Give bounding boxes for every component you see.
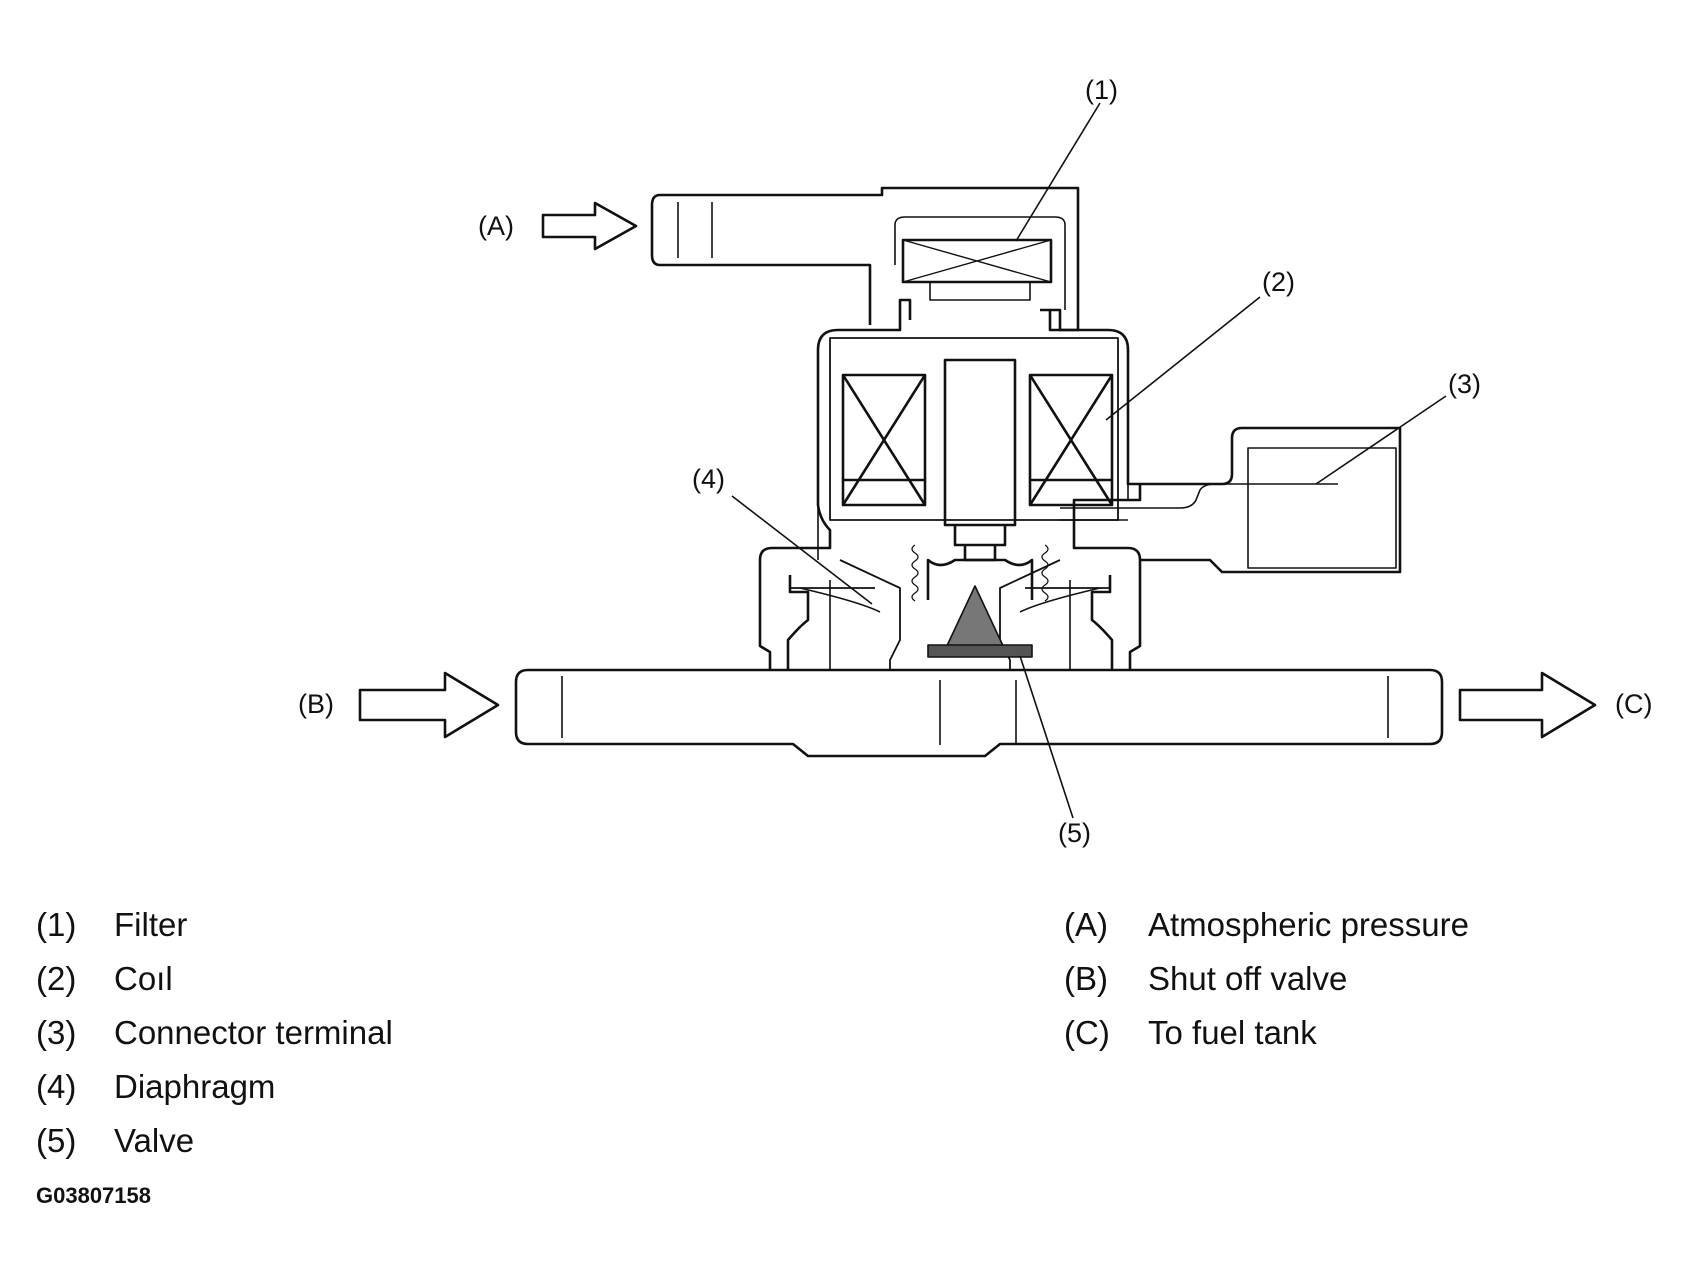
callout-1: (1) bbox=[1085, 75, 1118, 105]
legend-flow: (A) Atmospheric pressure (B) Shut off va… bbox=[1064, 898, 1469, 1060]
legend-item: (C) To fuel tank bbox=[1064, 1006, 1469, 1060]
arrow-a bbox=[541, 201, 638, 251]
legend-item: (A) Atmospheric pressure bbox=[1064, 898, 1469, 952]
coil-windings bbox=[841, 373, 1114, 507]
filter bbox=[901, 238, 1053, 301]
callout-4: (4) bbox=[692, 464, 725, 494]
diaphragm bbox=[789, 575, 1111, 613]
legend-text: Coıl bbox=[114, 960, 173, 997]
legend-key: (A) bbox=[1064, 906, 1108, 943]
legend-item: (4) Diaphragm bbox=[36, 1060, 393, 1114]
legend-item: (3) Connector terminal bbox=[36, 1006, 393, 1060]
legend-text: Shut off valve bbox=[1148, 960, 1348, 997]
legend-text: Filter bbox=[114, 906, 188, 943]
legend-item: (B) Shut off valve bbox=[1064, 952, 1469, 1006]
legend-text: Atmospheric pressure bbox=[1148, 906, 1469, 943]
valve bbox=[926, 558, 1034, 658]
callout-5: (5) bbox=[1058, 818, 1091, 848]
legend-text: Valve bbox=[114, 1122, 195, 1159]
legend-key: (5) bbox=[36, 1122, 77, 1159]
arrow-b bbox=[358, 671, 500, 739]
plunger bbox=[943, 358, 1017, 562]
leader-lines bbox=[731, 102, 1447, 819]
valve-body bbox=[758, 298, 1142, 670]
solenoid-valve-diagram: (1) (2) (3) (4) (5) (A) (B) (C) bbox=[298, 75, 1652, 848]
callout-b: (B) bbox=[298, 689, 334, 719]
atmospheric-port bbox=[650, 186, 1080, 332]
legend-key: (4) bbox=[36, 1068, 77, 1105]
callout-a: (A) bbox=[478, 211, 514, 241]
arrow-c bbox=[1458, 671, 1597, 739]
callout-3: (3) bbox=[1448, 369, 1481, 399]
legend-item: (1) Filter bbox=[36, 898, 393, 952]
legend-item: (2) Coıl bbox=[36, 952, 393, 1006]
main-tube bbox=[514, 668, 1444, 758]
legend-key: (2) bbox=[36, 960, 77, 997]
legend-key: (C) bbox=[1064, 1014, 1110, 1051]
connector bbox=[1060, 426, 1402, 574]
legend-key: (3) bbox=[36, 1014, 77, 1051]
legend-text: Diaphragm bbox=[114, 1068, 276, 1105]
springs bbox=[911, 544, 1049, 602]
legend-item: (5) Valve bbox=[36, 1114, 393, 1168]
legend-text: Connector terminal bbox=[114, 1014, 393, 1051]
legend-key: (1) bbox=[36, 906, 77, 943]
legend-parts: (1) Filter (2) Coıl (3) Connector termin… bbox=[36, 898, 393, 1168]
coil-housing bbox=[817, 337, 1129, 560]
legend-text: To fuel tank bbox=[1148, 1014, 1317, 1051]
callout-2: (2) bbox=[1262, 267, 1295, 297]
figure-id: G03807158 bbox=[36, 1183, 151, 1208]
legend-key: (B) bbox=[1064, 960, 1108, 997]
callout-c: (C) bbox=[1615, 689, 1652, 719]
